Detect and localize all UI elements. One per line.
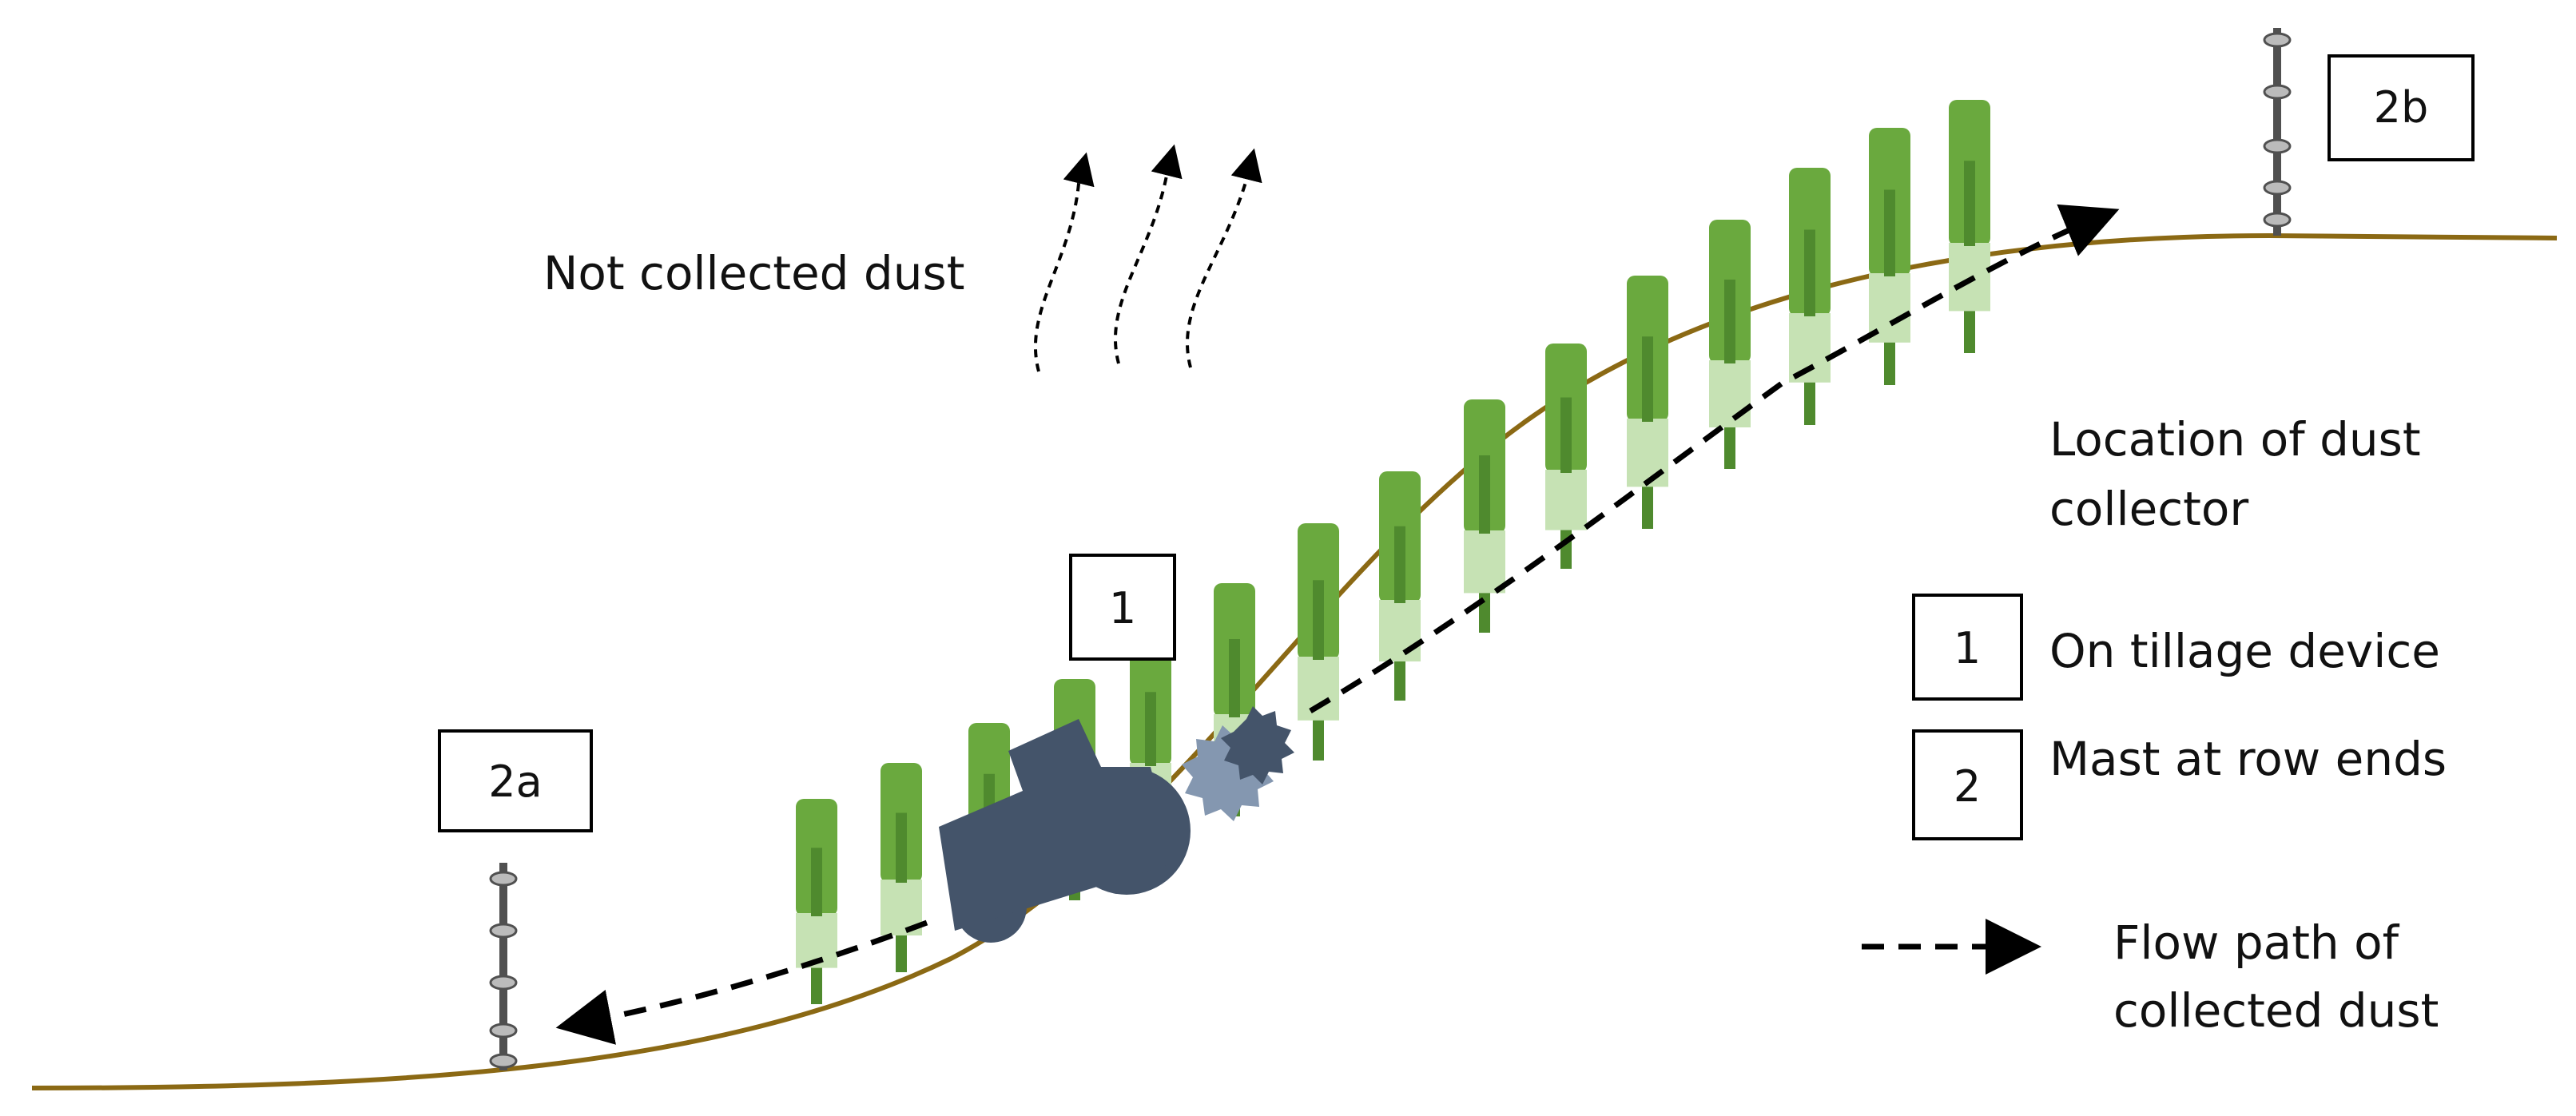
legend-flow-label-line1: Flow path of xyxy=(2113,915,2400,970)
legend-box-2: 2 xyxy=(1954,761,1981,812)
flow-path-to-2a xyxy=(555,919,928,1045)
legend-title-line2: collector xyxy=(2049,482,2248,536)
vine-row-icon xyxy=(1709,220,1751,469)
rising-dust-arrow-icon xyxy=(1034,152,1095,372)
not-collected-dust-label: Not collected dust xyxy=(543,246,964,300)
legend-item-1-label: On tillage device xyxy=(2049,624,2440,678)
vine-row-icon xyxy=(1379,471,1421,701)
vine-row-icon xyxy=(1789,168,1831,425)
rising-dust-arrow-icon xyxy=(1186,148,1262,368)
mast-icon xyxy=(2263,28,2292,236)
tractor-icon xyxy=(939,706,1294,943)
legend-item-2-label: Mast at row ends xyxy=(2049,732,2447,786)
vine-row-icon xyxy=(1545,344,1587,569)
legend-flow-label-line2: collected dust xyxy=(2113,983,2439,1038)
vine-row-icon xyxy=(1949,100,1990,353)
box-1: 1 xyxy=(1069,554,1176,661)
vine-row-icon xyxy=(881,763,922,972)
legend-box-1: 1 xyxy=(1954,623,1981,673)
mast-icon xyxy=(489,863,518,1070)
svg-text:2b: 2b xyxy=(2374,82,2429,133)
box-2a: 2a xyxy=(438,729,593,832)
legend-title: Location of dust xyxy=(2049,412,2421,467)
rising-dust-arrow-icon xyxy=(1114,144,1183,364)
box-2b: 2b xyxy=(2328,54,2475,161)
rotor-icon-back xyxy=(1221,706,1294,784)
vine-row-icon xyxy=(1298,523,1339,761)
svg-text:1: 1 xyxy=(1109,583,1136,633)
vine-row-icon xyxy=(1869,128,1910,385)
vine-row-icon xyxy=(1627,276,1668,529)
flow-path-to-2b xyxy=(1309,204,2120,714)
legend: Location of dust collector 1 On tillage … xyxy=(1862,412,2447,1038)
rising-dust-arrows xyxy=(1034,144,1262,372)
vine-row-icon xyxy=(796,799,837,1004)
vine-row-icon xyxy=(1464,399,1505,633)
svg-text:2a: 2a xyxy=(488,757,542,807)
